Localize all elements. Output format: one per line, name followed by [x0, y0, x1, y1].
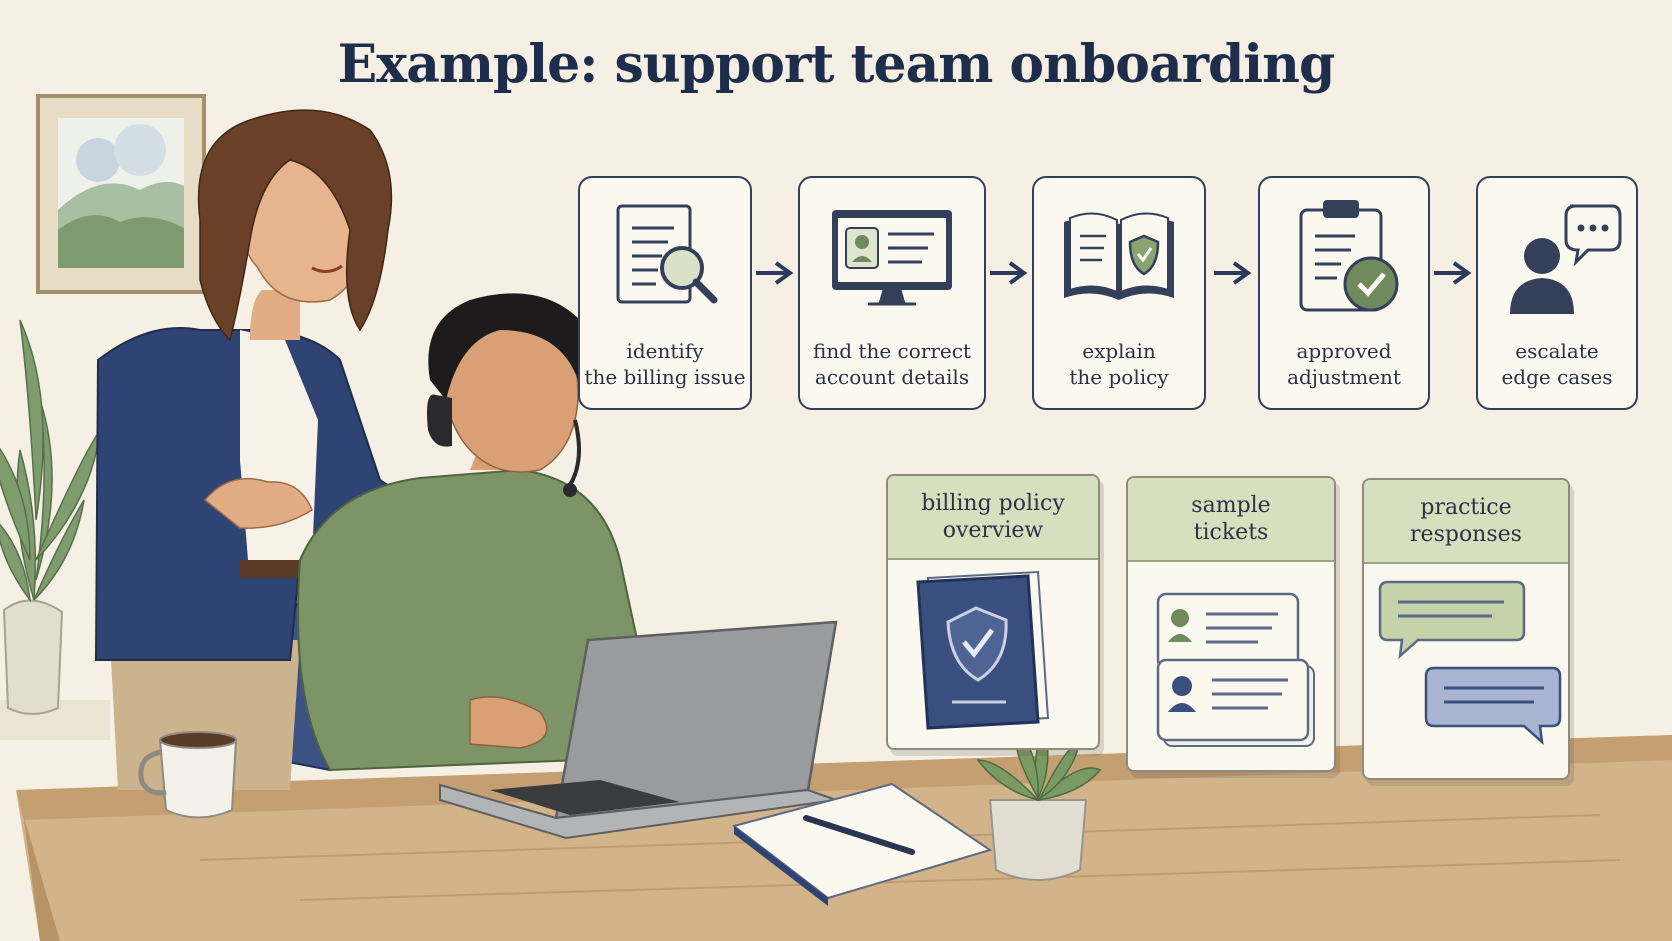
step-label: find the correct account details — [813, 339, 971, 389]
ticket-cards-icon — [1156, 592, 1315, 747]
resource-card-practice-responses: practice responses — [1362, 478, 1570, 780]
resource-card-title: billing policy overview — [888, 476, 1098, 560]
resource-card-billing-policy: billing policy overview — [886, 474, 1100, 750]
support-agent-man — [297, 293, 652, 772]
laptop — [439, 620, 838, 840]
step-explain-policy: explain the policy — [1032, 176, 1206, 410]
step-escalate-edge-cases: escalate edge cases — [1476, 176, 1638, 410]
framed-landscape-picture — [36, 94, 206, 294]
step-label: escalate edge cases — [1501, 339, 1613, 389]
shield-book-icon — [916, 570, 1050, 730]
small-desk-plant — [976, 728, 1102, 881]
step-label: approved adjustment — [1287, 339, 1401, 389]
resource-card-title: practice responses — [1364, 480, 1568, 564]
monitor-profile-icon — [832, 210, 952, 306]
notebook-with-pen — [731, 782, 993, 906]
document-magnifier-icon — [616, 204, 718, 304]
arrow-right-icon — [756, 261, 794, 285]
arrow-right-icon — [1214, 261, 1252, 285]
step-label: identify the billing issue — [584, 339, 746, 389]
arrow-right-icon — [1434, 261, 1472, 285]
trainer-woman — [94, 109, 412, 790]
potted-plant-left — [0, 319, 110, 740]
chat-bubbles-icon — [1378, 580, 1562, 746]
coffee-mug — [138, 731, 238, 819]
arrow-right-icon — [990, 261, 1028, 285]
resource-card-title: sample tickets — [1128, 478, 1334, 562]
person-speech-icon — [1510, 204, 1622, 314]
policy-book-icon — [1064, 212, 1174, 300]
step-label: explain the policy — [1069, 339, 1169, 389]
step-find-account-details: find the correct account details — [798, 176, 986, 410]
step-approved-adjustment: approved adjustment — [1258, 176, 1430, 410]
step-identify-billing-issue: identify the billing issue — [578, 176, 752, 410]
resource-card-sample-tickets: sample tickets — [1126, 476, 1336, 772]
page-title: Example: support team onboarding — [337, 34, 1336, 95]
clipboard-check-icon — [1299, 200, 1399, 312]
